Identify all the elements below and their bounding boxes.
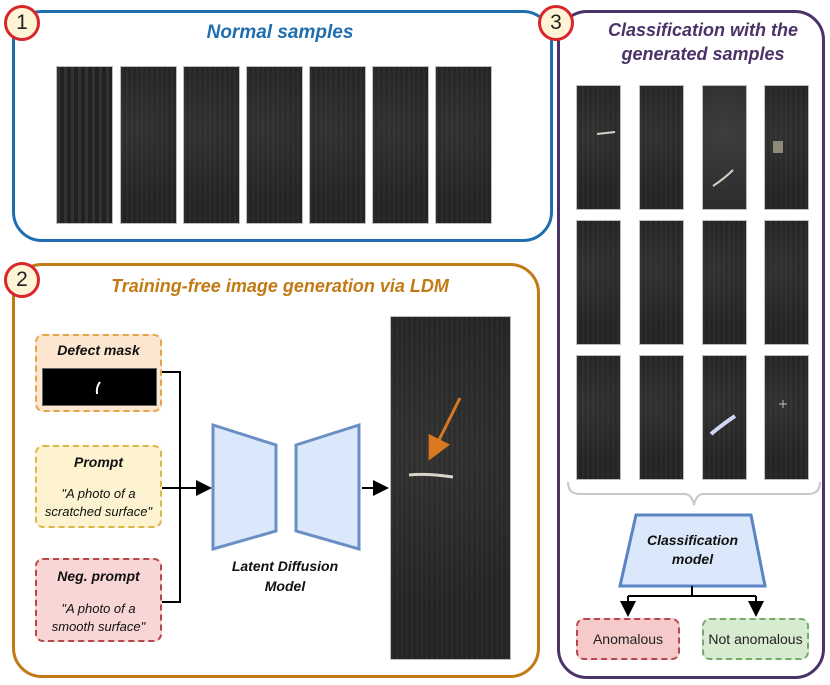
neg-prompt-box: Neg. prompt "A photo of a smooth surface… [35,558,162,642]
generated-sample-image [764,220,809,345]
classification-title-line2: generated samples [621,44,785,64]
prompt-label: Prompt [74,454,123,470]
classifier-label-line2: model [671,551,714,567]
generated-sample-image [639,220,684,345]
generated-sample-image [702,85,747,210]
classification-title-line1: Classification with the [607,20,799,40]
defect-mask-box: Defect mask [35,334,162,412]
generation-panel [12,263,540,678]
normal-sample-image [246,66,303,224]
step-badge-1: 1 [4,5,40,41]
generation-title: Training-free image generation via LDM [111,276,449,296]
neg-prompt-text-line2: smooth surface" [51,619,146,634]
defect-mask-label: Defect mask [57,342,140,358]
defect-mask-image [42,368,157,406]
normal-sample-image [309,66,366,224]
generated-sample-image [576,355,621,480]
generated-sample-image [702,220,747,345]
classifier-label-line1: Classification [646,532,739,548]
generated-image [390,316,511,660]
classifier-shape [618,513,767,588]
output-not-anomalous: Not anomalous [702,618,809,660]
generated-sample-image [639,85,684,210]
step-badge-2: 2 [4,262,40,298]
ldm-label-line1: Latent Diffusion [231,558,339,574]
output-anomalous: Anomalous [576,618,680,660]
ldm-label-line2: Model [264,578,306,594]
normal-sample-image [435,66,492,224]
generated-sample-image [576,85,621,210]
normal-sample-image [56,66,113,224]
generated-sample-image [639,355,684,480]
generated-sample-image [576,220,621,345]
prompt-text-line1: "A photo of a [61,486,136,501]
normal-samples-panel [12,10,553,242]
normal-sample-image [372,66,429,224]
prompt-text-line2: scratched surface" [44,504,153,519]
ldm-encoder [211,422,278,551]
generated-sample-image [702,355,747,480]
step-badge-3: 3 [538,5,574,41]
ldm-decoder [294,422,361,551]
generated-sample-image [764,85,809,210]
prompt-box: Prompt "A photo of a scratched surface" [35,445,162,528]
normal-sample-image [120,66,177,224]
normal-samples-title: Normal samples [206,22,354,43]
classification-panel [557,10,825,679]
neg-prompt-text-line1: "A photo of a [61,601,136,616]
normal-sample-image [183,66,240,224]
generated-sample-image [764,355,809,480]
neg-prompt-label: Neg. prompt [57,568,140,584]
